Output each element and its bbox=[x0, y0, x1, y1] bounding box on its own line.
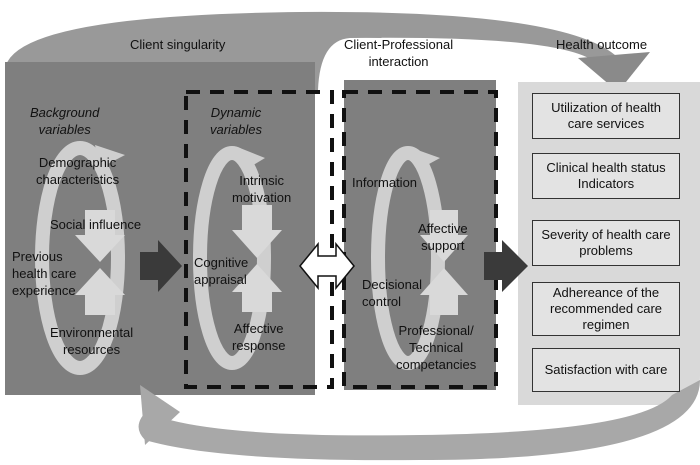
background-down-arrow bbox=[75, 210, 125, 262]
client-singularity-header: Client singularity bbox=[130, 37, 226, 52]
background-item-environmental: Environmental resources bbox=[50, 325, 134, 357]
interaction-to-outcome-arrow bbox=[484, 240, 528, 292]
outcome-severity: Severity of health care problems bbox=[532, 220, 680, 266]
interaction-item-affective-support: Affective support bbox=[418, 221, 468, 253]
dynamic-down-arrow bbox=[232, 205, 282, 258]
interaction-loop-arrowhead bbox=[412, 148, 440, 170]
interaction-item-decisional: Decisional control bbox=[362, 277, 422, 309]
dynamic-up-arrow bbox=[232, 264, 282, 312]
outcome-adherence: Adhereance of the recommended care regim… bbox=[532, 282, 680, 336]
dynamic-item-affective: Affective response bbox=[232, 321, 286, 353]
dynamic-loop bbox=[193, 146, 271, 370]
outcome-satisfaction: Satisfaction with care bbox=[532, 348, 680, 392]
outcome-utilization: Utilization of health care services bbox=[532, 93, 680, 139]
background-item-social: Social influence bbox=[50, 217, 142, 232]
dynamic-loop-arrowhead bbox=[240, 148, 265, 170]
interaction-item-information: Information bbox=[352, 175, 418, 190]
top-arch-arrowhead bbox=[578, 52, 650, 92]
dynamic-variables-title: Dynamic variables bbox=[210, 105, 263, 137]
interaction-item-professional: Professional/ Technical competancies bbox=[396, 323, 477, 372]
background-loop bbox=[35, 141, 125, 375]
health-outcome-header: Health outcome bbox=[556, 37, 648, 52]
background-variables-title: Background variables bbox=[30, 105, 100, 137]
background-item-previous: Previous health care experience bbox=[12, 249, 77, 298]
background-to-dynamic-arrow bbox=[140, 240, 182, 292]
dynamic-item-intrinsic: Intrinsic motivation bbox=[232, 173, 292, 205]
background-loop-arrowhead bbox=[95, 145, 125, 168]
background-item-demographic: Demographic characteristics bbox=[36, 155, 120, 187]
bottom-arch bbox=[138, 380, 700, 461]
interaction-dashed-box bbox=[342, 90, 498, 389]
outcome-clinical-status: Clinical health status Indicators bbox=[532, 153, 680, 199]
dynamic-dashed-box bbox=[184, 90, 334, 389]
bottom-arch-arrowhead bbox=[140, 385, 180, 445]
bidirectional-arrow bbox=[299, 241, 355, 291]
interaction-loop bbox=[371, 146, 445, 370]
client-professional-header: Client-Professional interaction bbox=[344, 37, 454, 69]
background-up-arrow bbox=[75, 268, 125, 315]
dynamic-item-cognitive: Cognitive appraisal bbox=[194, 255, 249, 287]
interaction-down-arrow bbox=[420, 210, 468, 262]
interaction-up-arrow bbox=[420, 268, 468, 315]
